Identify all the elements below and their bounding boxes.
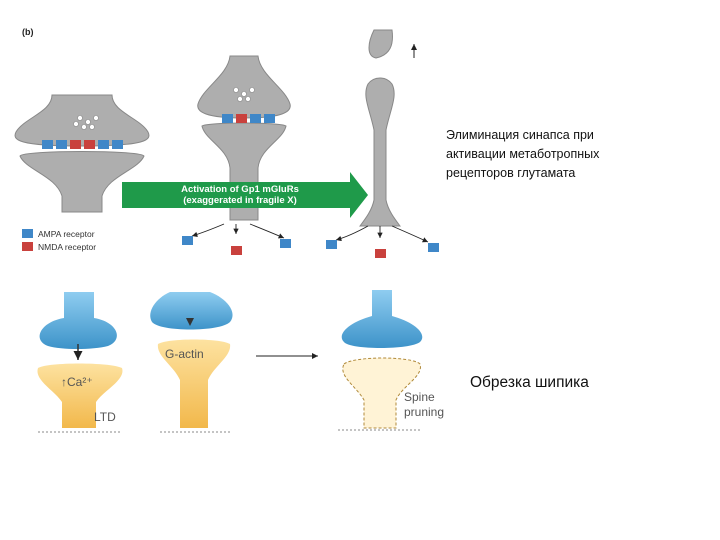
- ltd-label: LTD: [94, 410, 116, 424]
- pruning-label: pruning: [404, 405, 444, 419]
- arrow-label-1: Activation of Gp1 mGluRs: [181, 184, 299, 195]
- caption-spine-pruning: Обрезка шипика: [470, 374, 589, 391]
- synapse-3: [359, 29, 401, 227]
- spine-label: Spine: [404, 390, 435, 404]
- ampa-legend-icon: [22, 229, 33, 238]
- spine-gactin: [150, 292, 233, 433]
- caption-synapse-elimination: Элиминация синапса при активации метабот…: [446, 128, 600, 180]
- synapse-1: [14, 94, 150, 213]
- internalized-receptors-2: [191, 223, 285, 239]
- spine-pruned: [338, 290, 423, 431]
- synapse-2: [197, 55, 291, 221]
- arrow-label-2: (exaggerated in fragile X): [183, 195, 297, 206]
- gactin-label: G-actin: [165, 347, 204, 361]
- panel-label: (b): [22, 27, 34, 37]
- internalized-receptors-3: [335, 225, 429, 243]
- ca-label: ↑Ca²⁺: [61, 375, 93, 389]
- spine-ltd: [37, 292, 123, 433]
- legend-nmda: NMDA receptor: [38, 242, 96, 252]
- activation-arrow: [122, 172, 368, 218]
- receptor-row-1: [42, 140, 123, 149]
- legend-ampa: AMPA receptor: [38, 229, 95, 239]
- nmda-legend-icon: [22, 242, 33, 251]
